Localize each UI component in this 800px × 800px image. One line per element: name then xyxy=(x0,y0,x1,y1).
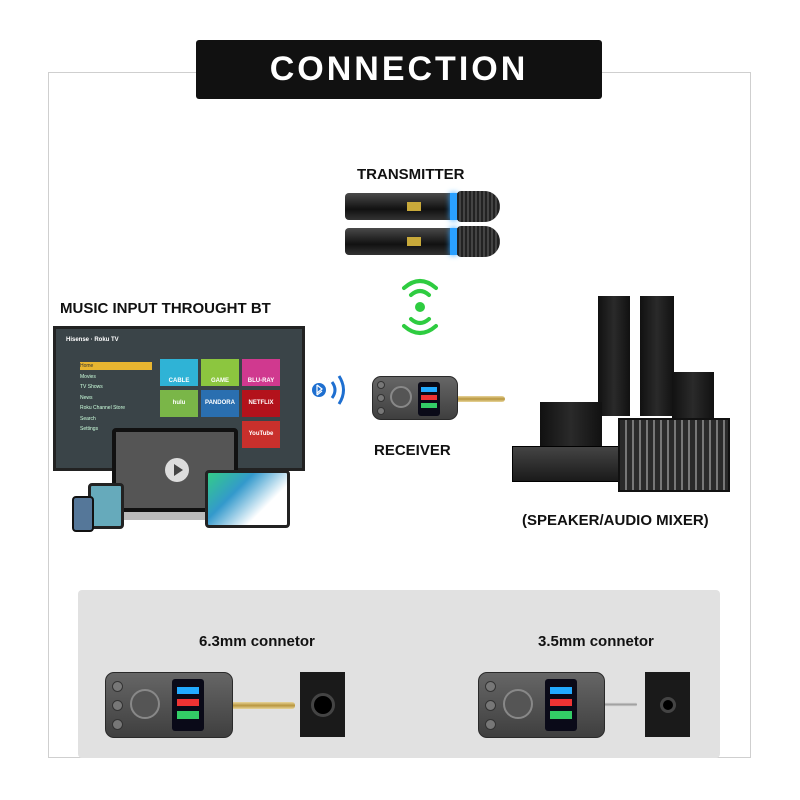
microphone-1 xyxy=(345,191,500,222)
microphone-2 xyxy=(345,226,500,257)
tv-tile: CABLE xyxy=(160,359,198,386)
tv-menu-item: Settings xyxy=(80,426,99,432)
transmitter-label: TRANSMITTER xyxy=(357,166,465,183)
receiver-device xyxy=(372,376,458,420)
socket-63 xyxy=(300,672,345,737)
jack-35 xyxy=(605,702,637,707)
speaker-box xyxy=(540,402,602,448)
tv-menu-item: Search xyxy=(80,416,96,422)
tablet xyxy=(205,470,290,528)
audio-mixer xyxy=(618,418,730,492)
tv-header: Hisense · Roku TV xyxy=(66,337,119,343)
laptop-base xyxy=(100,512,250,520)
speaker-column xyxy=(598,296,630,416)
speaker-column xyxy=(640,296,674,416)
music-input-label: MUSIC INPUT THROUGHT BT xyxy=(60,300,271,317)
jack-plug xyxy=(458,396,505,402)
tv-menu-item: News xyxy=(80,395,93,401)
bluetooth-signal-icon xyxy=(312,375,345,405)
tv-tile: BLU-RAY xyxy=(242,359,280,386)
play-icon xyxy=(165,458,189,482)
tv-menu-item: Movies xyxy=(80,374,96,380)
tv-tile: YouTube xyxy=(242,421,280,448)
connector-35-label: 3.5mm connetor xyxy=(538,633,654,650)
speaker-box xyxy=(672,372,714,424)
tv-menu-item: Roku Channel Store xyxy=(80,405,126,411)
page-title: CONNECTION xyxy=(196,40,602,99)
speaker-label: (SPEAKER/AUDIO MIXER) xyxy=(522,512,709,529)
tv-menu-item: Home xyxy=(80,363,94,369)
socket-35 xyxy=(645,672,690,737)
tv-tile: hulu xyxy=(160,390,198,417)
connector-63-label: 6.3mm connetor xyxy=(199,633,315,650)
tv-tile: NETFLIX xyxy=(242,390,280,417)
jack-63 xyxy=(233,702,295,709)
wireless-signal-icon xyxy=(402,279,438,335)
tv-menu-item: TV Shows xyxy=(80,384,103,390)
tv-tile: GAME xyxy=(201,359,239,386)
receiver-label: RECEIVER xyxy=(374,442,451,459)
receiver-63 xyxy=(105,672,233,738)
phone xyxy=(72,496,94,532)
tv-tile: PANDORA xyxy=(201,390,239,417)
receiver-35 xyxy=(478,672,605,738)
